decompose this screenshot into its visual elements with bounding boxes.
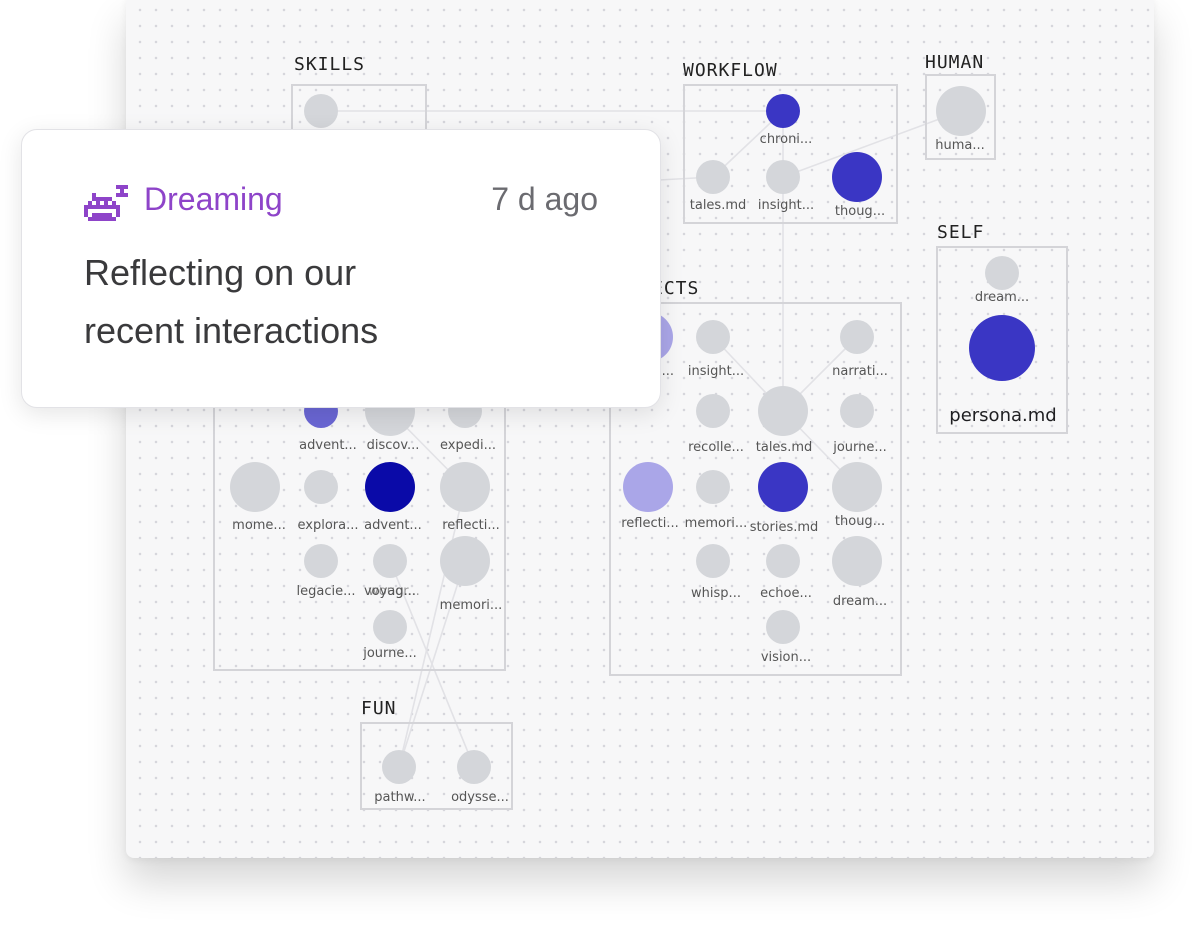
node-label: journe... [362, 646, 417, 661]
graph-node[interactable] [840, 320, 874, 354]
graph-edge [782, 110, 962, 178]
node-label: odysse... [451, 790, 509, 805]
node-label: insight... [688, 364, 744, 379]
node-label: i... [658, 364, 674, 379]
group-title: WORKFLOW [683, 60, 778, 81]
group-title: FUN [361, 698, 397, 719]
graph-node[interactable] [304, 94, 338, 128]
graph-node[interactable] [696, 320, 730, 354]
node-label: thoug... [835, 514, 885, 529]
group-title: SKILLS [294, 54, 365, 75]
graph-node[interactable] [766, 160, 800, 194]
graph-node[interactable] [230, 462, 280, 512]
node-label: tales.md [756, 440, 813, 455]
node-label: pathw... [374, 790, 425, 805]
node-label: expedi... [440, 438, 496, 453]
node-label: advent... [364, 518, 422, 533]
graph-node[interactable] [457, 750, 491, 784]
node-label: mome... [232, 518, 286, 533]
graph-node[interactable] [696, 544, 730, 578]
graph-node[interactable] [766, 544, 800, 578]
graph-node[interactable] [696, 160, 730, 194]
group-box [683, 84, 898, 224]
node-label: huma... [935, 138, 985, 153]
node-label: reflecti... [621, 516, 679, 531]
node-label: thoug... [835, 204, 885, 219]
node-label: reflecti... [442, 518, 500, 533]
group-projects: ECTS [609, 278, 902, 676]
node-label: dream... [975, 290, 1029, 305]
graph-node[interactable] [365, 462, 415, 512]
dreaming-status-card: Dreaming 7 d ago Reflecting on our recen… [21, 129, 661, 408]
group-box [360, 722, 513, 810]
node-label: tales.md [690, 198, 747, 213]
graph-node[interactable] [766, 94, 800, 128]
node-label: memori... [440, 598, 503, 613]
graph-node[interactable] [936, 86, 986, 136]
graph-nodes: chroni... tales.md insight... thoug... h… [230, 86, 1057, 805]
graph-node[interactable] [832, 536, 882, 586]
graph-node[interactable] [758, 386, 808, 436]
group-fun: FUN [360, 698, 513, 810]
group-box [936, 246, 1068, 434]
graph-node[interactable] [840, 394, 874, 428]
node-label: explora... [298, 518, 359, 533]
node-label: voyag... [364, 584, 416, 599]
graph-node[interactable] [382, 750, 416, 784]
group-title: SELF [937, 222, 984, 243]
node-label: discov... [367, 438, 420, 453]
graph-node[interactable] [832, 462, 882, 512]
node-label: dream... [833, 594, 887, 609]
graph-node[interactable] [969, 315, 1035, 381]
node-label: memori... [685, 516, 748, 531]
node-label: vision... [761, 650, 811, 665]
graph-node[interactable] [373, 544, 407, 578]
node-label: stories.md [750, 520, 819, 535]
node-label: echoe... [760, 586, 812, 601]
node-label: narrati... [832, 364, 888, 379]
node-label: chroni... [760, 132, 813, 147]
graph-node[interactable] [304, 470, 338, 504]
pixel-invader-icon [84, 185, 128, 221]
graph-node[interactable] [304, 544, 338, 578]
group-box [925, 74, 996, 160]
graph-node[interactable] [696, 470, 730, 504]
node-label: advent... [299, 438, 357, 453]
group-workflow: WORKFLOW [683, 60, 898, 224]
graph-node[interactable] [696, 394, 730, 428]
graph-node[interactable] [832, 152, 882, 202]
graph-edge [398, 486, 466, 768]
graph-node[interactable] [373, 610, 407, 644]
graph-edge [398, 560, 466, 768]
graph-node[interactable] [623, 462, 673, 512]
node-label: journe... [832, 440, 887, 455]
status-title: Dreaming [144, 181, 283, 217]
group-box [609, 302, 902, 676]
status-message: Reflecting on our recent interactions [84, 252, 379, 351]
group-self: SELF [936, 222, 1068, 434]
node-label: wougr... [368, 584, 420, 599]
graph-node[interactable] [758, 462, 808, 512]
graph-node[interactable] [766, 610, 800, 644]
group-title: ECTS [652, 278, 699, 299]
node-label: recolle... [688, 440, 744, 455]
node-label: insight... [758, 198, 814, 213]
graph-node[interactable] [985, 256, 1019, 290]
graph-node[interactable] [440, 536, 490, 586]
group-human: HUMAN [925, 52, 996, 160]
status-timestamp: 7 d ago [491, 181, 598, 217]
node-label: whisp... [691, 586, 741, 601]
node-label: persona.md [949, 405, 1056, 426]
group-title: HUMAN [925, 52, 984, 73]
graph-node[interactable] [440, 462, 490, 512]
node-label: legacie... [297, 584, 356, 599]
